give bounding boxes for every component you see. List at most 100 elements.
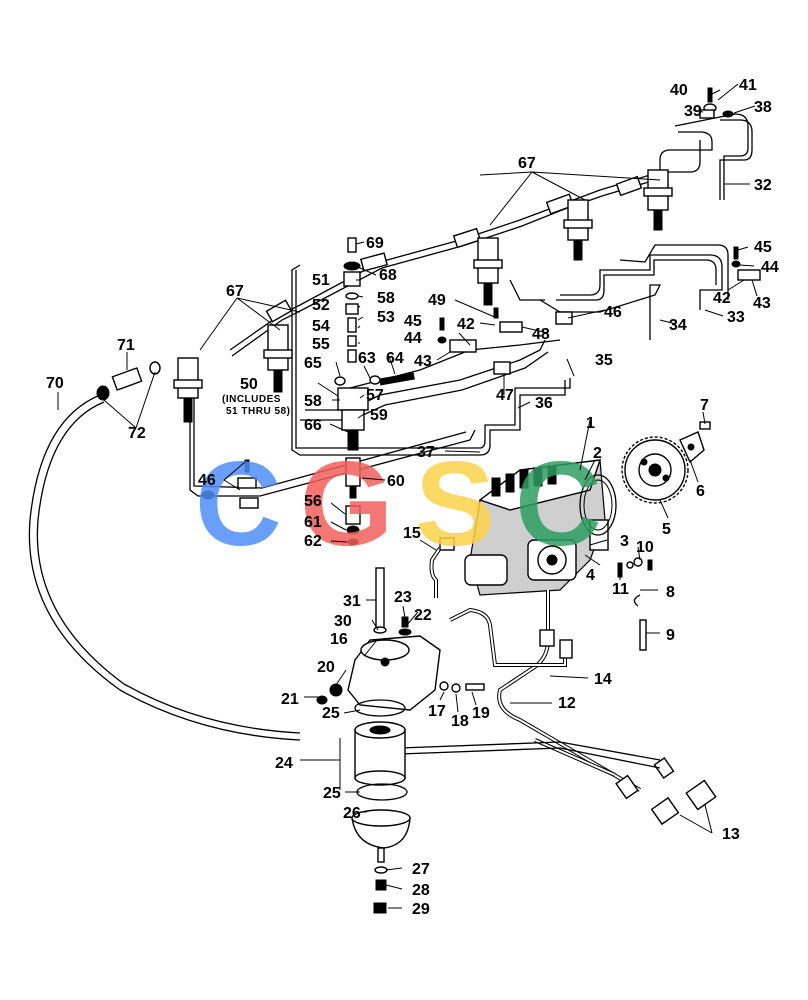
fuel-filter-assembly bbox=[316, 567, 485, 914]
ref-30: 30 bbox=[334, 613, 352, 630]
watermark-letter-c2: C bbox=[515, 437, 602, 571]
ref-14: 14 bbox=[594, 671, 612, 688]
ref-57: 57 bbox=[366, 387, 384, 404]
cgsc-watermark: C G S C bbox=[195, 437, 602, 571]
ref-70: 70 bbox=[46, 375, 64, 392]
line-clamps bbox=[201, 246, 761, 509]
injector-4 bbox=[563, 199, 593, 261]
return-hose bbox=[28, 394, 301, 741]
ref-47: 47 bbox=[496, 387, 514, 404]
ref-23: 23 bbox=[394, 589, 412, 606]
injection-pump bbox=[464, 459, 609, 596]
ref-43-top: 43 bbox=[753, 295, 771, 312]
ref-29: 29 bbox=[412, 901, 430, 918]
ref-58-bottom: 58 bbox=[304, 393, 322, 410]
ref-42-mid: 42 bbox=[457, 316, 475, 333]
ref-50: 50 bbox=[240, 376, 258, 393]
ref-9: 9 bbox=[666, 627, 675, 644]
ref-25-bottom: 25 bbox=[323, 785, 341, 802]
ref-24: 24 bbox=[275, 755, 293, 772]
ref-67-top: 67 bbox=[518, 155, 536, 172]
ref-44-top: 44 bbox=[761, 259, 779, 276]
ref-41: 41 bbox=[739, 77, 757, 94]
ref-50-note-line2: 51 THRU 58) bbox=[226, 406, 290, 417]
supply-lines bbox=[399, 590, 717, 826]
watermark-letter-g: G bbox=[300, 437, 393, 571]
leak-off-hose-end bbox=[96, 361, 161, 401]
ref-26: 26 bbox=[343, 805, 361, 822]
watermark-letter-c1: C bbox=[195, 437, 282, 571]
injector-2 bbox=[263, 324, 293, 393]
ref-17: 17 bbox=[428, 703, 446, 720]
ref-42-top: 42 bbox=[713, 290, 731, 307]
injector-3 bbox=[473, 237, 503, 306]
ref-61: 61 bbox=[304, 514, 322, 531]
ref-15: 15 bbox=[403, 525, 421, 542]
ref-6: 6 bbox=[696, 483, 705, 500]
ref-21: 21 bbox=[281, 691, 299, 708]
pump-linkage-parts bbox=[617, 557, 653, 651]
leader-lines bbox=[57, 83, 758, 909]
injector-components-stack bbox=[334, 237, 415, 546]
ref-3: 3 bbox=[620, 533, 629, 550]
ref-67-left: 67 bbox=[226, 283, 244, 300]
ref-46-right: 46 bbox=[604, 304, 622, 321]
ref-49: 49 bbox=[428, 292, 446, 309]
top-bleed-fitting bbox=[699, 87, 734, 119]
ref-1: 1 bbox=[586, 415, 595, 432]
ref-45-mid: 45 bbox=[404, 313, 422, 330]
ref-11: 11 bbox=[612, 581, 629, 598]
bleed-line-15 bbox=[429, 537, 455, 598]
ref-31: 31 bbox=[343, 593, 361, 610]
ref-35: 35 bbox=[595, 352, 613, 369]
ref-63: 63 bbox=[358, 350, 376, 367]
ref-22: 22 bbox=[414, 607, 432, 624]
ref-43-mid: 43 bbox=[414, 353, 432, 370]
ref-58-top: 58 bbox=[377, 290, 395, 307]
ref-38: 38 bbox=[754, 99, 772, 116]
ref-28: 28 bbox=[412, 882, 430, 899]
ref-7: 7 bbox=[700, 397, 709, 414]
ref-71: 71 bbox=[117, 337, 135, 354]
ref-45-top: 45 bbox=[754, 239, 772, 256]
ref-4: 4 bbox=[586, 567, 595, 584]
ref-50-note-line1: (INCLUDES bbox=[222, 394, 281, 405]
ref-68: 68 bbox=[379, 267, 397, 284]
ref-44-mid: 44 bbox=[404, 330, 422, 347]
ref-2: 2 bbox=[593, 445, 602, 462]
ref-48: 48 bbox=[532, 326, 550, 343]
ref-39: 39 bbox=[684, 103, 702, 120]
ref-25-top: 25 bbox=[322, 705, 340, 722]
ref-53: 53 bbox=[377, 309, 395, 326]
ref-34: 34 bbox=[669, 317, 687, 334]
ref-10: 10 bbox=[636, 539, 654, 556]
ref-8: 8 bbox=[666, 584, 675, 601]
ref-20: 20 bbox=[317, 659, 335, 676]
ref-18: 18 bbox=[451, 713, 469, 730]
ref-72: 72 bbox=[128, 425, 146, 442]
ref-33: 33 bbox=[727, 309, 745, 326]
reference-numbers: 1 2 3 4 5 6 7 8 9 10 11 12 13 14 15 16 1… bbox=[46, 77, 779, 918]
ref-64: 64 bbox=[386, 350, 404, 367]
ref-51: 51 bbox=[312, 272, 330, 289]
ref-27: 27 bbox=[412, 861, 430, 878]
injector-1 bbox=[173, 357, 203, 423]
leak-off-line bbox=[229, 174, 653, 357]
watermark-letter-s: S bbox=[415, 437, 495, 571]
ref-5: 5 bbox=[662, 521, 671, 538]
ref-62: 62 bbox=[304, 533, 322, 550]
ref-19: 19 bbox=[472, 705, 490, 722]
drive-gear bbox=[621, 436, 689, 504]
ref-66: 66 bbox=[304, 417, 322, 434]
injector-5 bbox=[643, 169, 673, 231]
ref-65: 65 bbox=[304, 355, 322, 372]
ref-32: 32 bbox=[754, 177, 772, 194]
ref-60: 60 bbox=[387, 473, 405, 490]
ref-69: 69 bbox=[366, 235, 384, 252]
ref-37: 37 bbox=[417, 444, 435, 461]
injector-nozzles bbox=[173, 169, 673, 423]
ref-59: 59 bbox=[370, 407, 388, 424]
ref-36: 36 bbox=[535, 395, 553, 412]
ref-46-left: 46 bbox=[198, 472, 216, 489]
ref-16: 16 bbox=[330, 631, 348, 648]
